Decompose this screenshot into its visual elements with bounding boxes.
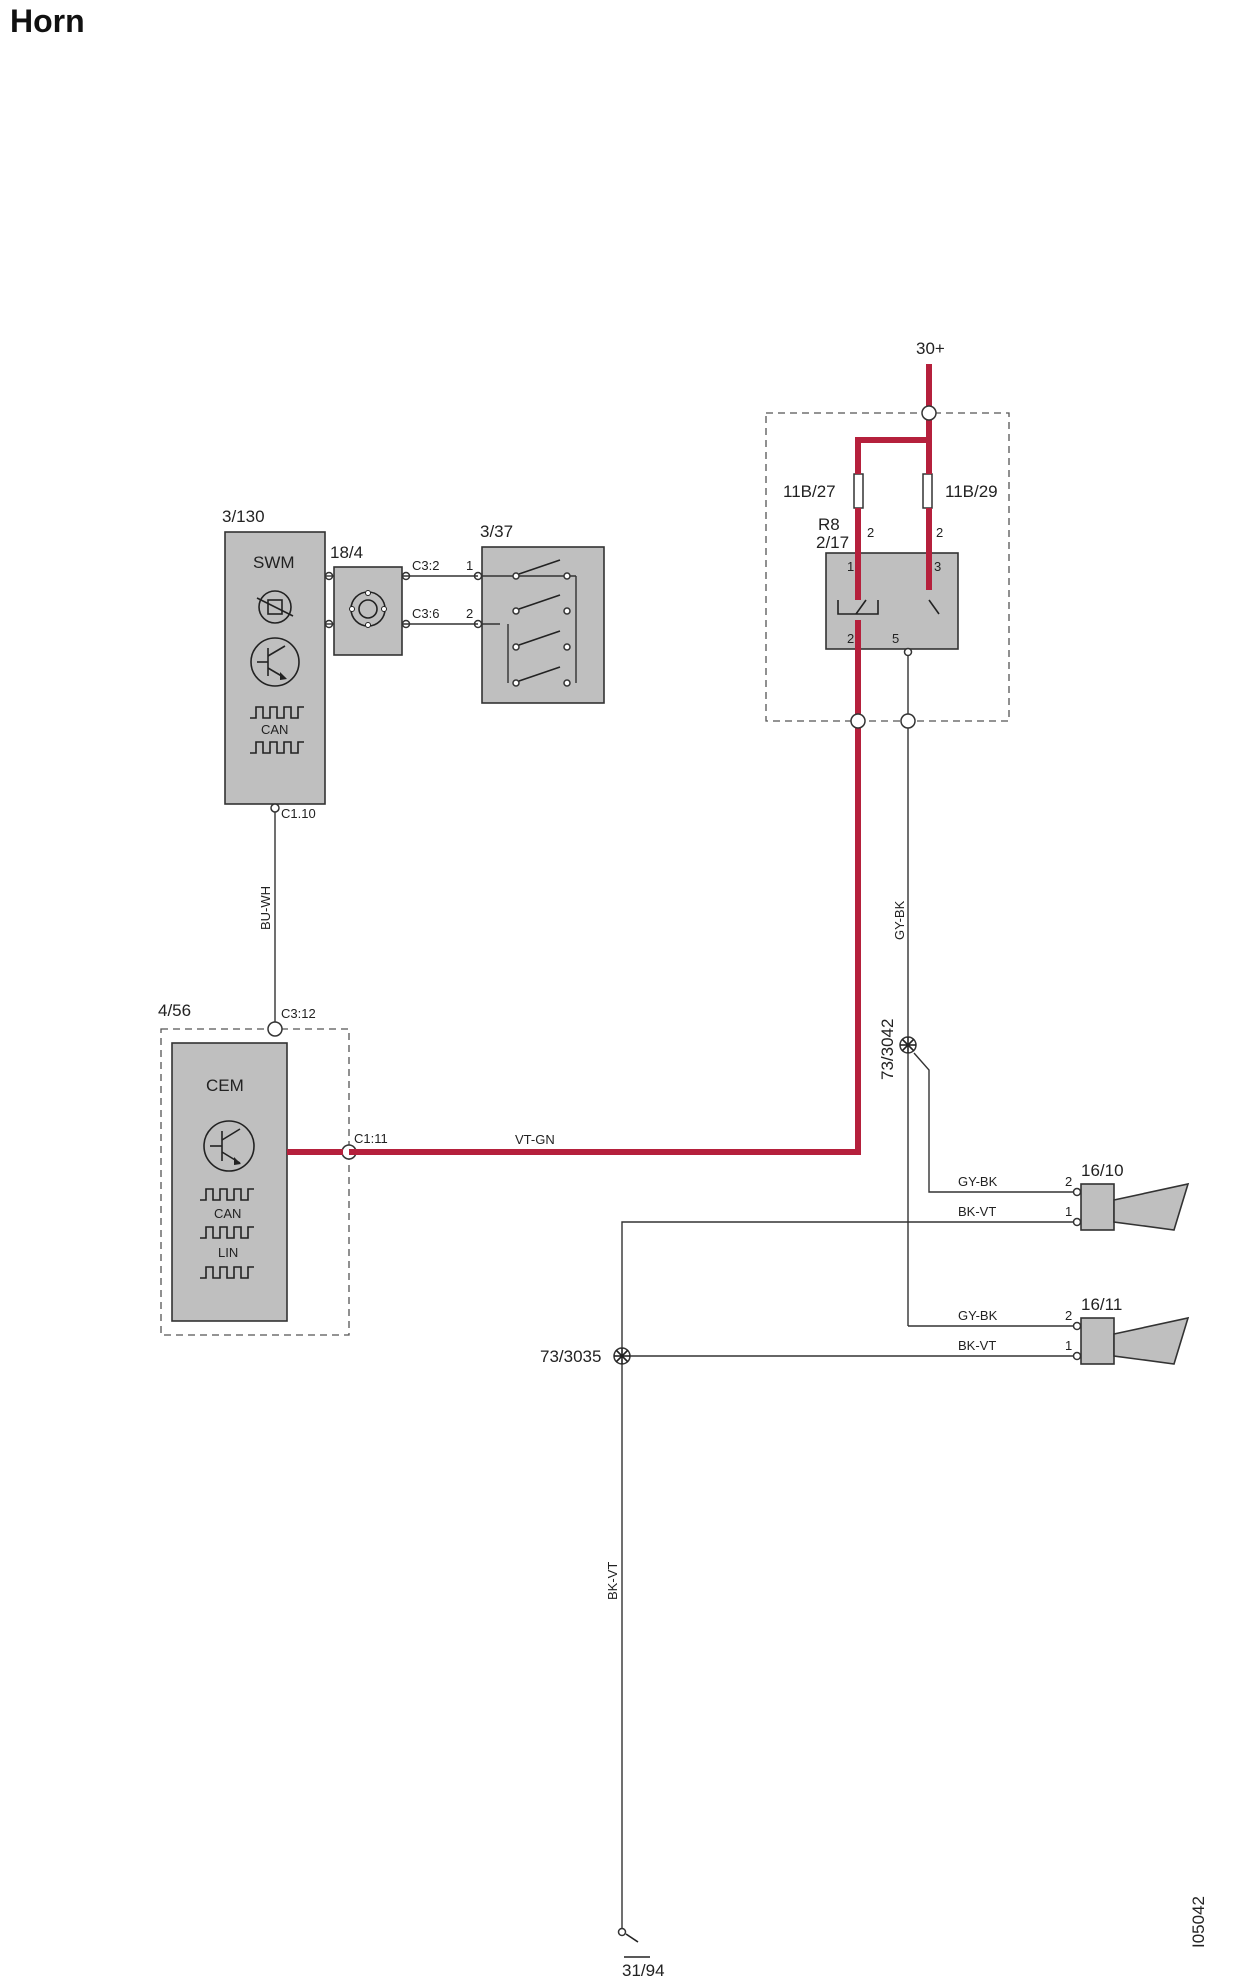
ground-ref: 31/94 — [622, 1961, 665, 1980]
horn-1-pin-2: 2 — [1065, 1174, 1072, 1189]
splice-icon — [613, 1347, 631, 1365]
horn-2-ref: 16/11 — [1081, 1295, 1122, 1314]
clock-spring: 18/4 C3:2 C3:6 — [324, 543, 439, 656]
clock-spring-ref: 18/4 — [330, 543, 363, 562]
wire-horn2-gnd-label: BK-VT — [958, 1338, 996, 1353]
horn-1-ref: 16/10 — [1081, 1161, 1124, 1180]
relay-top-pin-a: 2 — [867, 525, 874, 540]
signal-wave-icon — [250, 706, 304, 754]
signal-wave-icon — [200, 1188, 254, 1279]
wire-swm-cem-label: BU-WH — [258, 886, 273, 930]
splice-icon — [899, 1036, 917, 1054]
horn-2-pin-1: 1 — [1065, 1338, 1072, 1353]
relay-pin-5: 5 — [892, 631, 899, 646]
fuse-b-ref: 11B/29 — [945, 482, 998, 501]
fuse-icon — [922, 473, 933, 509]
switch-contacts-icon — [512, 559, 571, 687]
fuse-a-ref: 11B/27 — [783, 482, 836, 501]
wire-ground-label: BK-VT — [605, 1562, 620, 1600]
swm-can-label: CAN — [261, 722, 288, 737]
relay-pin-1: 1 — [847, 559, 854, 574]
cem-pin-out: C1:11 — [354, 1131, 388, 1146]
relay-contact-icon — [928, 599, 940, 615]
fuse-relay-box: 30+ 11B/27 11B/29 R8 2/17 2 2 1 3 2 5 — [765, 339, 1010, 722]
horn-1-pin-1: 1 — [1065, 1204, 1072, 1219]
splice-2-ref: 73/3035 — [540, 1347, 601, 1366]
relay-pin-3: 3 — [934, 559, 941, 574]
horn-switch: 3/37 1 2 — [466, 522, 605, 704]
splice-1-ref: 73/3042 — [878, 1019, 897, 1080]
relay-top-pin-b: 2 — [936, 525, 943, 540]
cem-module: 4/56 CEM CAN LIN C3:12 C1:11 — [158, 1001, 388, 1336]
horn-icon — [256, 590, 294, 624]
relay-pin-2: 2 — [847, 631, 854, 646]
swm-ref: 3/130 — [222, 507, 265, 526]
cem-lin-label: LIN — [218, 1245, 238, 1260]
relay-ref: R8 — [818, 515, 840, 534]
horn-switch-pin-2: 2 — [466, 606, 473, 621]
transistor-icon — [203, 1120, 255, 1172]
transistor-icon — [250, 637, 300, 687]
spiral-cable-icon — [349, 590, 387, 628]
clock-spring-pin-a: C3:2 — [412, 558, 439, 573]
page-title: Horn — [10, 3, 85, 39]
swm-pin: C1.10 — [281, 806, 316, 821]
cem-name: CEM — [206, 1076, 244, 1095]
horn-1: 16/10 2 1 — [1065, 1161, 1190, 1231]
swm-name: SWM — [253, 553, 295, 572]
swm-module: 3/130 SWM CAN C1.10 — [222, 507, 326, 821]
wire-horn1-pos-label: GY-BK — [958, 1174, 998, 1189]
wire-relay-out-label: GY-BK — [892, 900, 907, 940]
clock-spring-pin-b: C3:6 — [412, 606, 439, 621]
horn-2-pin-2: 2 — [1065, 1308, 1072, 1323]
wire-horn2-pos-label: GY-BK — [958, 1308, 998, 1323]
fuse-icon — [853, 473, 864, 509]
supply-label: 30+ — [916, 339, 945, 358]
horn-switch-ref: 3/37 — [480, 522, 513, 541]
wire-cem-relay-label: VT-GN — [515, 1132, 555, 1147]
relay-ref-2: 2/17 — [816, 533, 849, 552]
ground-icon — [617, 1927, 650, 1958]
wire-horn1-gnd-label: BK-VT — [958, 1204, 996, 1219]
cem-ref: 4/56 — [158, 1001, 191, 1020]
cem-can-label: CAN — [214, 1206, 241, 1221]
relay-coil-icon — [837, 599, 879, 615]
cem-pin-top: C3:12 — [281, 1006, 316, 1021]
horn-switch-pin-1: 1 — [466, 558, 473, 573]
horn-2: 16/11 2 1 — [1065, 1295, 1190, 1365]
figure-id: I05042 — [1189, 1896, 1208, 1948]
